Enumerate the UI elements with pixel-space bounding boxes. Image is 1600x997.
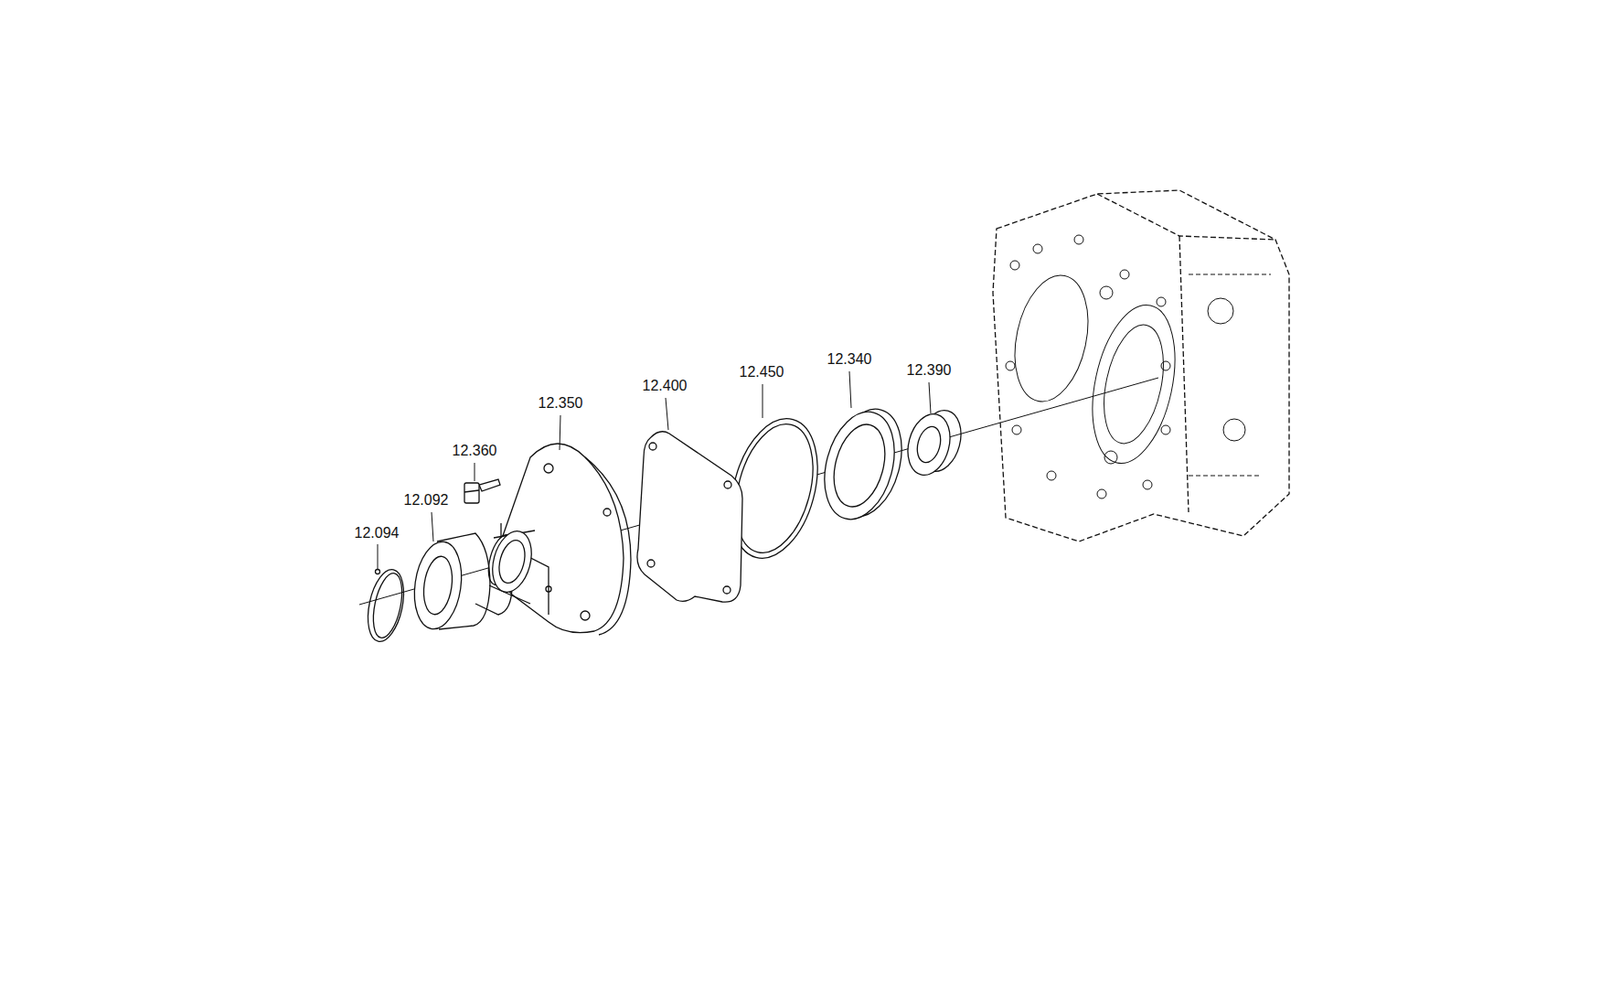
bearing-cover xyxy=(475,443,631,635)
leader-lines xyxy=(377,371,931,569)
axis-line xyxy=(359,377,1159,605)
housing-details xyxy=(1003,234,1271,499)
callout-number: 12.350 xyxy=(538,394,584,412)
callout-number: 12.094 xyxy=(354,524,400,542)
callout-number: 12.340 xyxy=(827,351,873,368)
callout-number: 12.400 xyxy=(642,377,688,395)
gearbox-housing xyxy=(992,190,1290,542)
circlip xyxy=(362,565,410,645)
hex-bolt xyxy=(464,479,501,503)
shaft-seal xyxy=(901,405,968,480)
callout-number: 12.360 xyxy=(452,442,498,459)
ball-bearing xyxy=(409,533,491,632)
cover-disc xyxy=(813,401,914,528)
callout-number: 12.450 xyxy=(739,363,785,381)
callout-number: 12.092 xyxy=(404,491,449,509)
gasket xyxy=(637,431,743,602)
callout-number: 12.390 xyxy=(906,362,952,379)
